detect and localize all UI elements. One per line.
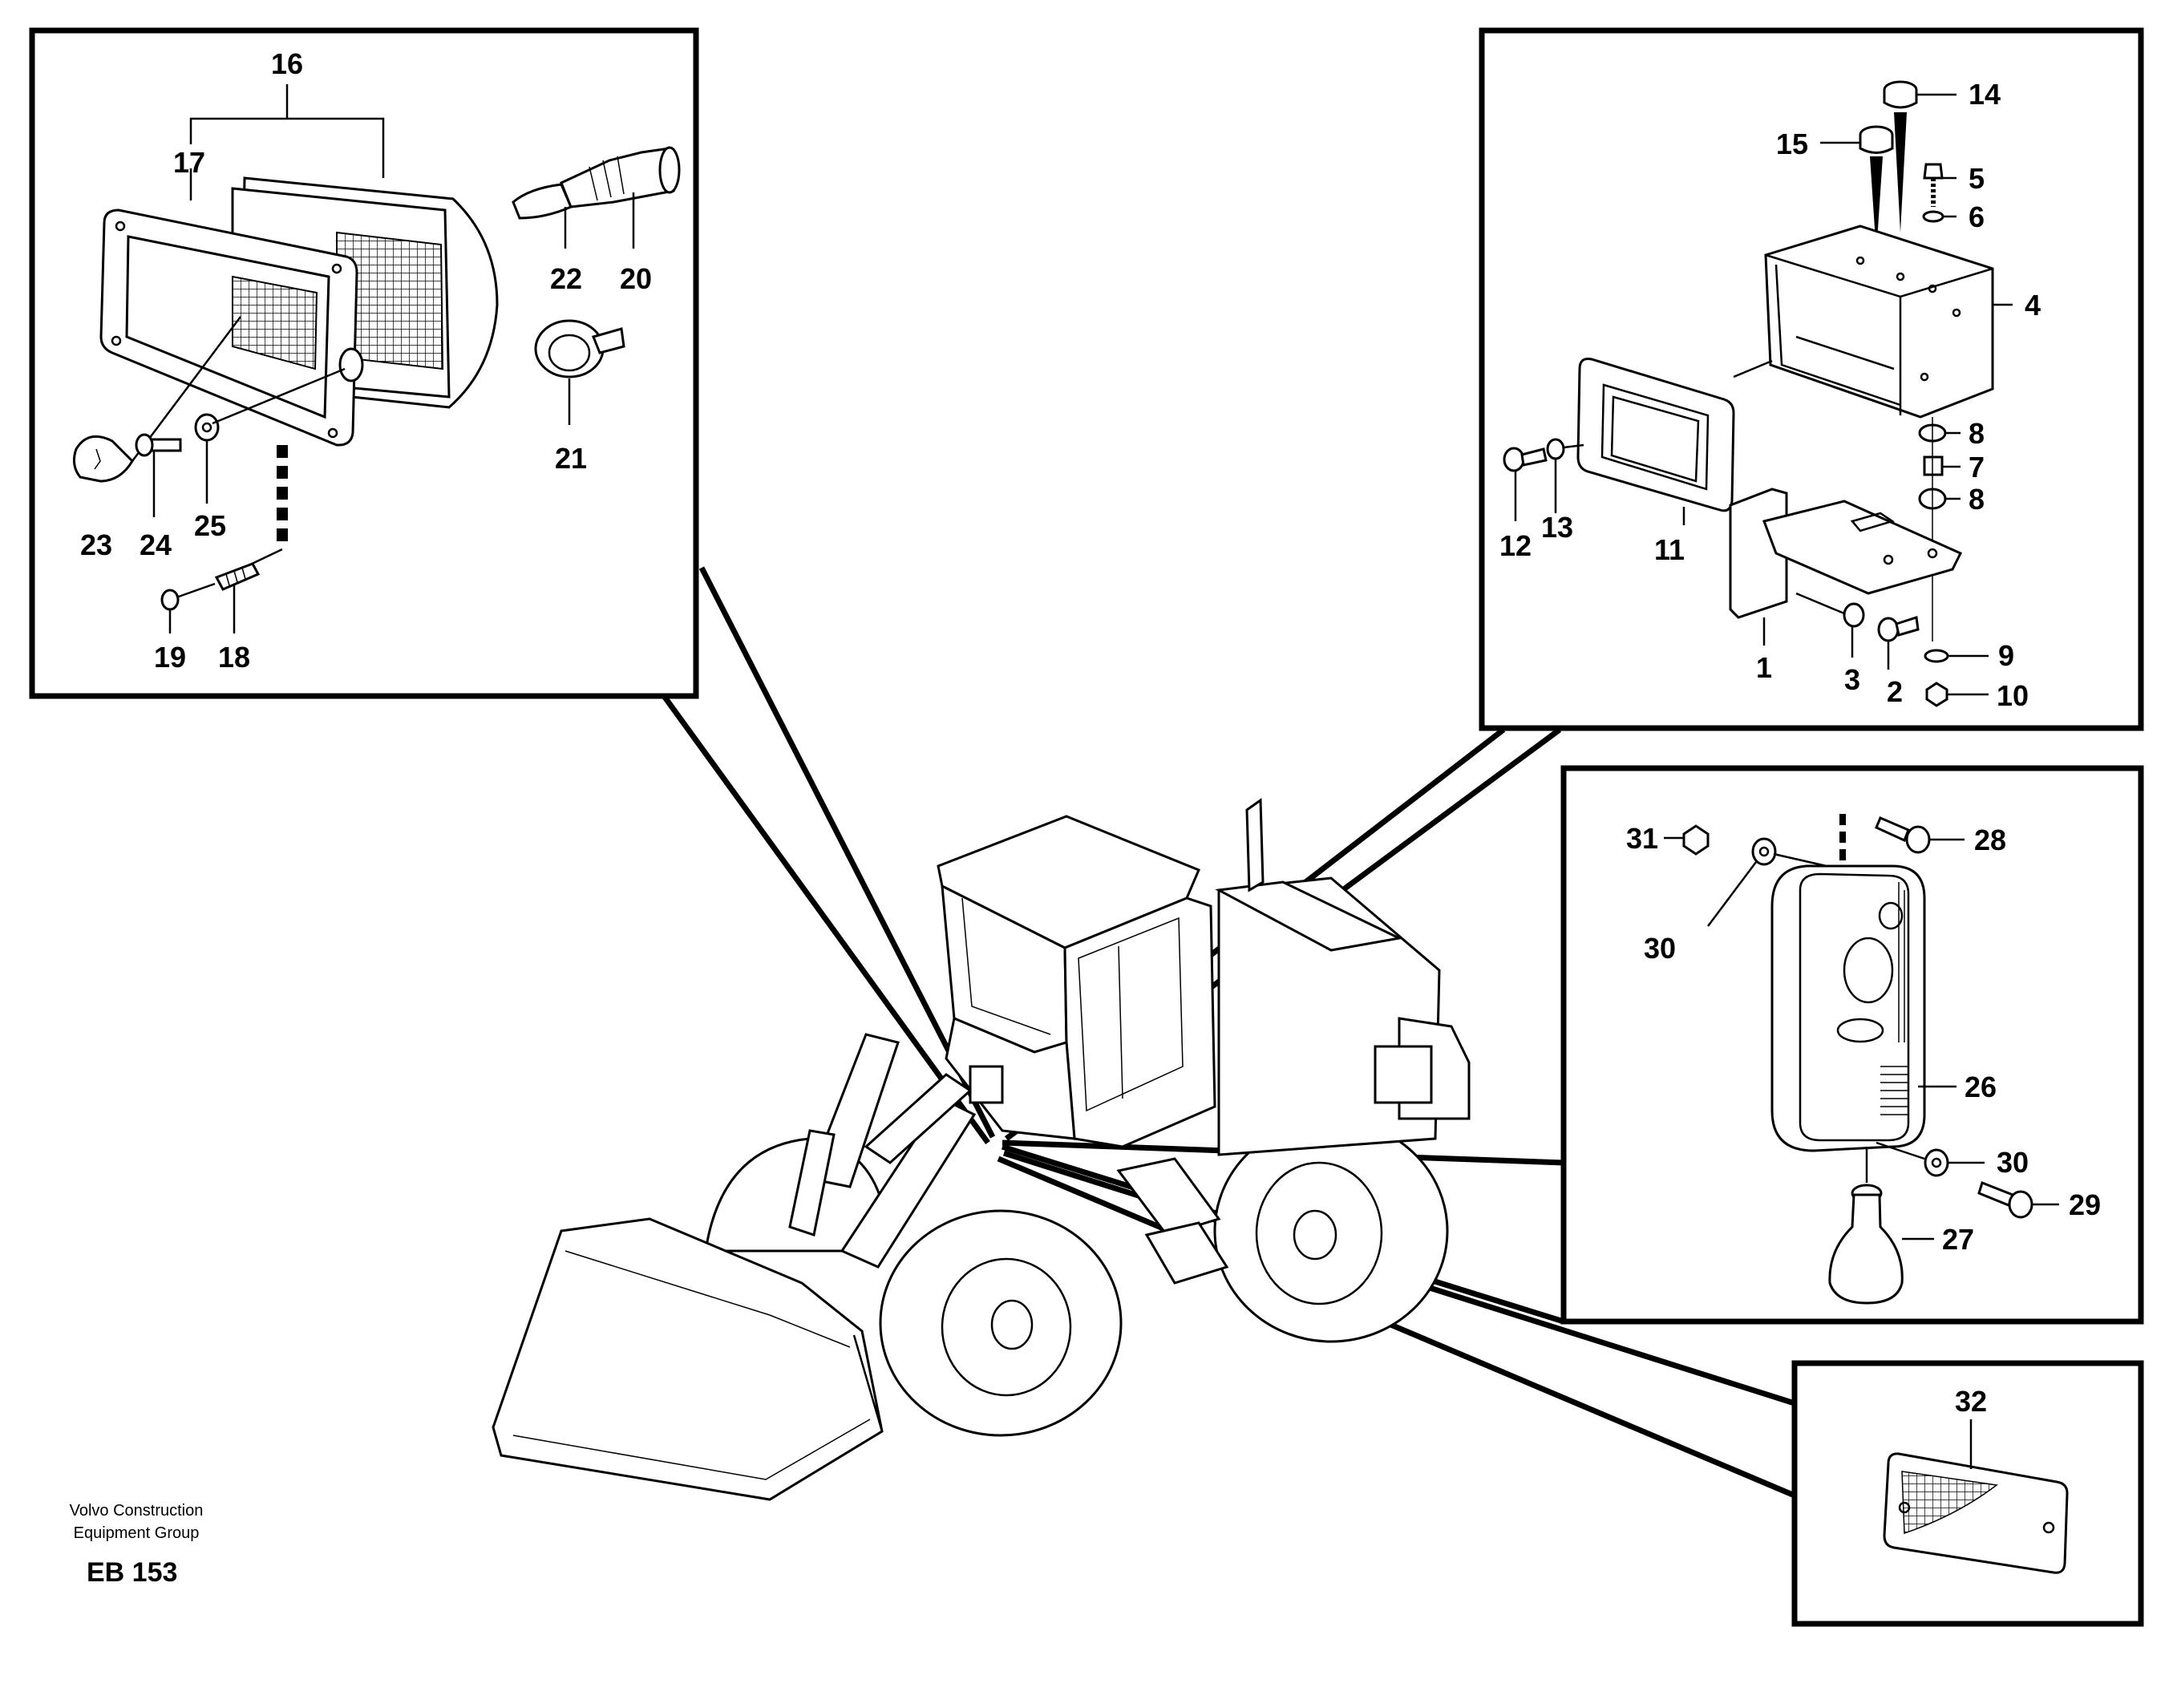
label-21: 21 [555, 442, 587, 475]
label-4: 4 [2025, 289, 2041, 322]
label-19: 19 [154, 641, 186, 674]
footer: Volvo Construction Equipment Group EB 15… [70, 1502, 204, 1588]
reflector-detail [1883, 1419, 2069, 1574]
label-13: 13 [1541, 511, 1573, 544]
label-16: 16 [271, 47, 303, 80]
label-1: 1 [1756, 651, 1772, 684]
marker-lamp-detail [1664, 814, 2059, 1305]
label-12: 12 [1499, 529, 1532, 562]
company-name-line1: Volvo Construction [70, 1502, 204, 1520]
label-27: 27 [1942, 1223, 1974, 1256]
lift-arms [788, 1033, 1004, 1269]
label-25: 25 [194, 509, 226, 542]
label-2: 2 [1887, 675, 1903, 708]
label-17: 17 [173, 146, 205, 179]
label-31: 31 [1626, 822, 1658, 855]
label-8a: 8 [1969, 417, 1985, 450]
label-11: 11 [1654, 533, 1685, 566]
label-28: 28 [1974, 824, 2006, 856]
label-23: 23 [80, 528, 112, 561]
label-10: 10 [1997, 679, 2029, 712]
label-20: 20 [620, 262, 652, 295]
cab [937, 815, 1216, 1148]
label-18: 18 [218, 641, 250, 674]
label-32: 32 [1955, 1385, 1987, 1418]
label-26: 26 [1965, 1071, 1997, 1103]
label-30b: 30 [1997, 1146, 2029, 1179]
headlamp-detail [72, 84, 681, 633]
label-6: 6 [1969, 200, 1985, 233]
marker-lamp-detail-frame [1560, 765, 2144, 1325]
part-number-labels: 16 17 22 20 21 23 24 25 19 18 14 15 5 6 … [80, 47, 2101, 1418]
label-15: 15 [1776, 127, 1808, 160]
drawing-code: EB 153 [87, 1557, 177, 1588]
reflector-detail-frame [1791, 1360, 2144, 1627]
label-24: 24 [140, 528, 172, 561]
bracket-detail [1503, 80, 2013, 707]
bucket [492, 1217, 884, 1501]
label-5: 5 [1969, 162, 1985, 195]
wheel-loader-illustration [492, 798, 1471, 1501]
label-8b: 8 [1969, 483, 1985, 516]
label-30a: 30 [1644, 932, 1676, 965]
label-9: 9 [1998, 639, 2014, 672]
label-3: 3 [1844, 663, 1860, 696]
label-29: 29 [2069, 1188, 2101, 1221]
company-name-line2: Equipment Group [74, 1524, 200, 1542]
bracket-detail-frame [1479, 27, 2144, 731]
label-7: 7 [1969, 451, 1985, 484]
front-wheel [879, 1209, 1123, 1437]
label-14: 14 [1969, 78, 2001, 111]
rear-wheel [1213, 1119, 1449, 1343]
label-22: 22 [550, 262, 582, 295]
headlamp-detail-frame [29, 27, 699, 699]
